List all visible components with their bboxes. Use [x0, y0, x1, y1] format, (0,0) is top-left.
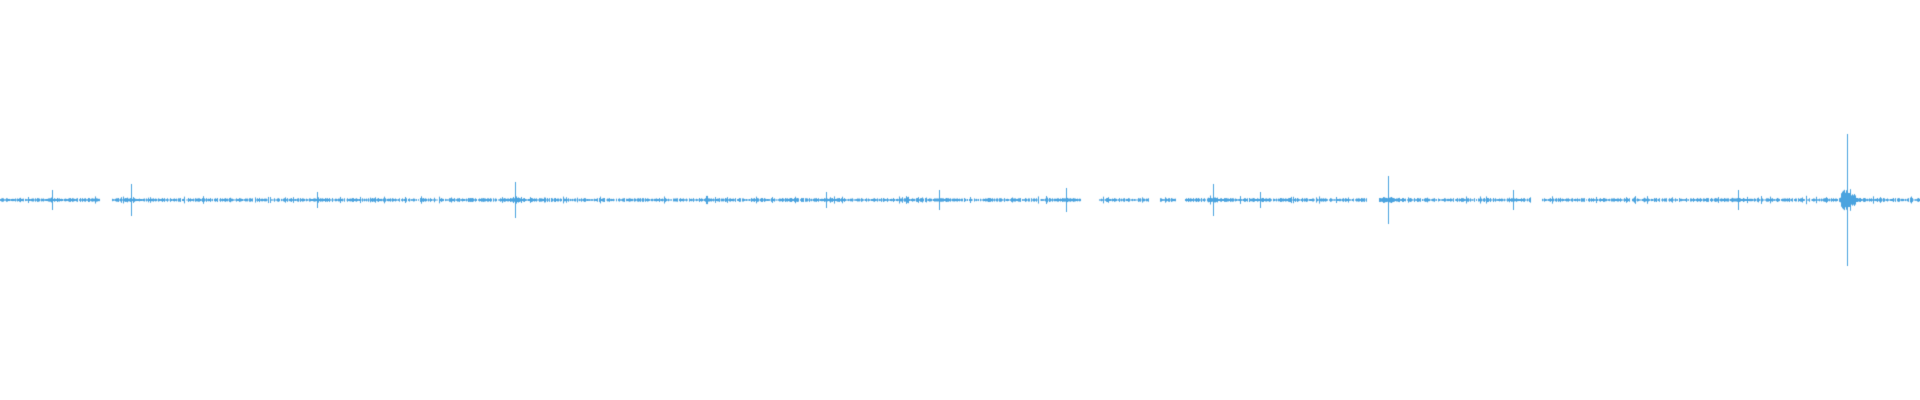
audio-waveform[interactable]	[0, 0, 1920, 400]
waveform-canvas[interactable]	[0, 0, 1920, 400]
